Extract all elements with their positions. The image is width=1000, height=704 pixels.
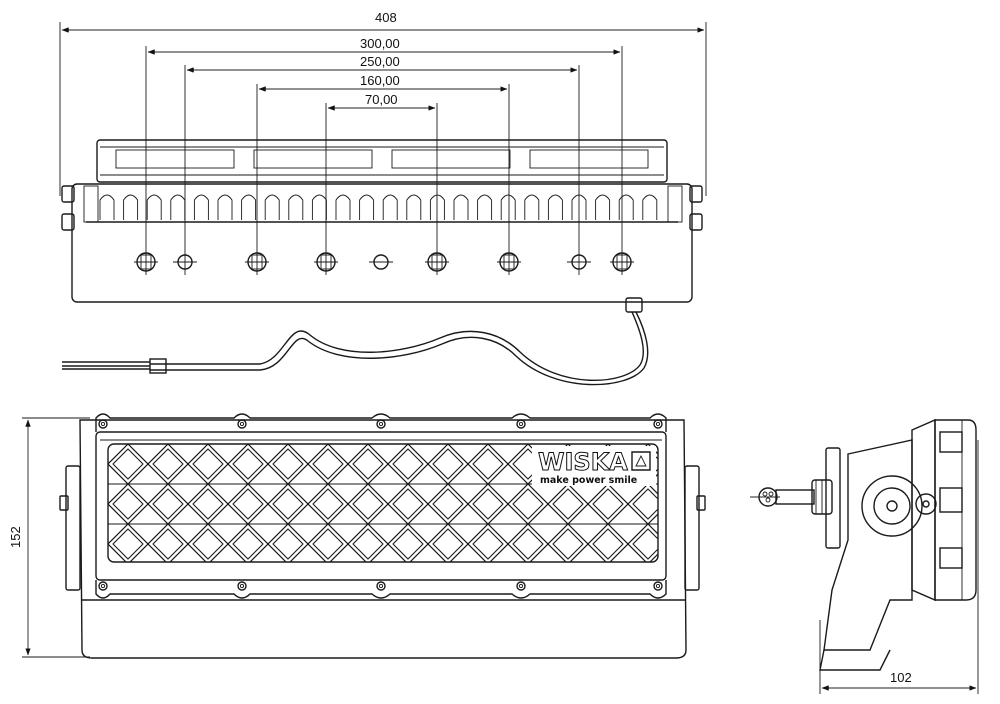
dimension-label-overall-width: 408 <box>375 10 397 25</box>
cooling-fin <box>217 194 233 220</box>
dimension-overall-width: 408 <box>59 10 707 196</box>
dimension-label-depth: 102 <box>890 670 912 685</box>
dimension-hole-70: 70,00 <box>325 92 438 275</box>
top-lens-strip <box>96 139 668 183</box>
cooling-fin <box>595 194 611 220</box>
cooling-fin <box>500 194 516 220</box>
mounting-hole <box>567 254 591 270</box>
cooling-fin <box>359 194 375 220</box>
dimension-hole-300: 300,00 <box>145 36 623 275</box>
cooling-fin <box>406 194 422 220</box>
cooling-fin <box>264 194 280 220</box>
side-view: 102 <box>750 418 979 694</box>
cooling-fin <box>382 194 398 220</box>
top-body <box>61 183 703 303</box>
mounting-hole <box>314 252 338 272</box>
mounting-hole <box>369 254 393 270</box>
cooling-fin <box>335 194 351 220</box>
mounting-hole <box>497 252 521 272</box>
front-housing <box>79 419 687 659</box>
dimension-height: 152 <box>8 417 90 658</box>
cooling-fin <box>477 194 493 220</box>
dimension-label-300: 300,00 <box>360 36 400 51</box>
cooling-fin <box>429 194 445 220</box>
dimension-depth: 102 <box>819 440 979 694</box>
top-view: 408 300,00 250,00 160,00 70, <box>59 10 707 386</box>
logo-slogan: make power smile <box>540 475 637 486</box>
cooling-fin <box>311 194 327 220</box>
cooling-fin <box>618 194 634 220</box>
cooling-fin <box>571 194 587 220</box>
mounting-hole <box>134 252 158 272</box>
dimension-label-height: 152 <box>8 526 23 548</box>
dimension-hole-160: 160,00 <box>256 73 510 275</box>
cooling-fin <box>241 194 257 220</box>
logo-text: WISKA <box>538 448 628 476</box>
front-view: 152 WISKA make powe <box>8 413 706 659</box>
brand-logo: WISKA make power smile <box>532 446 656 486</box>
cooling-fin <box>642 194 658 220</box>
right-bracket <box>684 465 700 591</box>
mounting-hole <box>610 252 634 272</box>
mounting-holes <box>134 252 634 272</box>
mounting-hole <box>173 254 197 270</box>
left-bracket <box>65 465 81 591</box>
cooling-fin <box>524 194 540 220</box>
lens-grille <box>107 443 659 563</box>
cooling-fin <box>288 194 304 220</box>
power-cable <box>62 297 649 386</box>
mounting-hole <box>425 252 449 272</box>
cooling-fin <box>547 194 563 220</box>
cooling-fin <box>123 194 139 220</box>
cooling-fin <box>193 194 209 220</box>
dimension-label-70: 70,00 <box>365 92 398 107</box>
cooling-fin <box>99 194 115 220</box>
cooling-fins <box>99 194 658 220</box>
cooling-fin <box>453 194 469 220</box>
mounting-hole <box>245 252 269 272</box>
dimension-hole-250: 250,00 <box>184 54 580 275</box>
dimension-label-250: 250,00 <box>360 54 400 69</box>
cooling-fin <box>146 194 162 220</box>
dimension-label-160: 160,00 <box>360 73 400 88</box>
cooling-fin <box>170 194 186 220</box>
